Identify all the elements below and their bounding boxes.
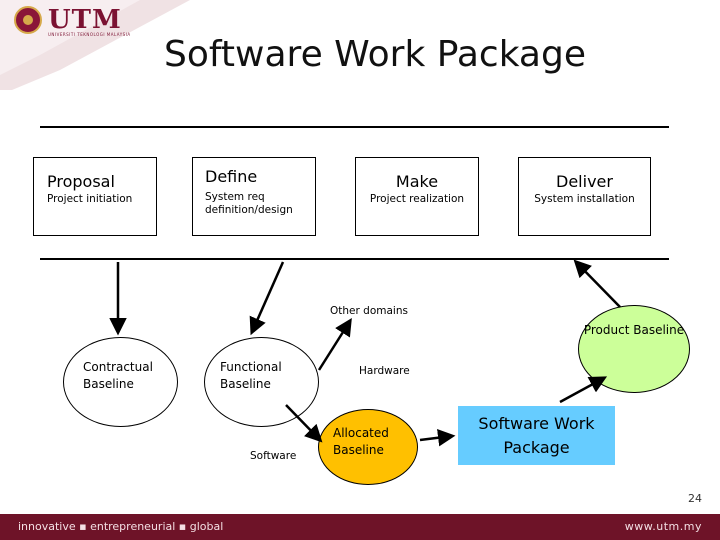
software-work-package-box: Software Work Package — [458, 406, 615, 465]
phase-subtitle: Project realization — [369, 193, 465, 205]
phase-subtitle: System req definition/design — [205, 191, 293, 216]
footer-url: www.utm.my — [624, 520, 702, 533]
logo-subtitle: UNIVERSITI TEKNOLOGI MALAYSIA — [48, 32, 131, 37]
utm-logo: UTM — [14, 6, 122, 34]
footer-bar: innovative ▪ entrepreneurial ▪ global ww… — [0, 514, 720, 540]
phase-title: Deliver — [556, 172, 613, 191]
contractual-baseline-label: Contractual Baseline — [83, 360, 153, 391]
phase-box-deliver: Deliver System installation — [518, 157, 651, 236]
functional-baseline-node — [204, 337, 319, 427]
product-baseline-label: Product Baseline — [583, 323, 685, 337]
allocated-baseline-label: Allocated Baseline — [333, 426, 389, 457]
utm-seal-icon — [14, 6, 42, 34]
top-divider — [40, 126, 669, 128]
bottom-divider — [40, 258, 669, 260]
footer-tagline: innovative ▪ entrepreneurial ▪ global — [18, 520, 224, 533]
phase-box-proposal: Proposal Project initiation — [33, 157, 157, 236]
phase-title: Proposal — [47, 172, 115, 191]
contractual-baseline-node — [63, 337, 178, 427]
phase-box-define: Define System req definition/design — [192, 157, 316, 236]
arrow-to-functional — [249, 261, 285, 336]
allocated-baseline-node — [318, 409, 418, 485]
arrow-functional-to-other-domains — [317, 318, 352, 371]
other-domains-label: Other domains — [330, 305, 408, 317]
hardware-label: Hardware — [359, 365, 410, 377]
functional-baseline-label: Functional Baseline — [220, 360, 282, 391]
arrow-functional-to-software — [285, 404, 323, 443]
arrow-allocated-to-package — [419, 429, 456, 447]
phase-box-make: Make Project realization — [355, 157, 479, 236]
arrow-package-to-product — [559, 376, 608, 404]
phase-title: Define — [205, 167, 258, 186]
phase-subtitle: Project initiation — [47, 193, 133, 205]
arrow-product-to-deliver — [573, 259, 621, 308]
slide-title: Software Work Package — [164, 34, 586, 75]
phase-title: Make — [395, 172, 439, 191]
logo-text: UTM — [48, 5, 122, 35]
phase-subtitle: System installation — [534, 193, 635, 205]
software-label: Software — [250, 450, 297, 462]
page-number: 24 — [688, 492, 702, 505]
